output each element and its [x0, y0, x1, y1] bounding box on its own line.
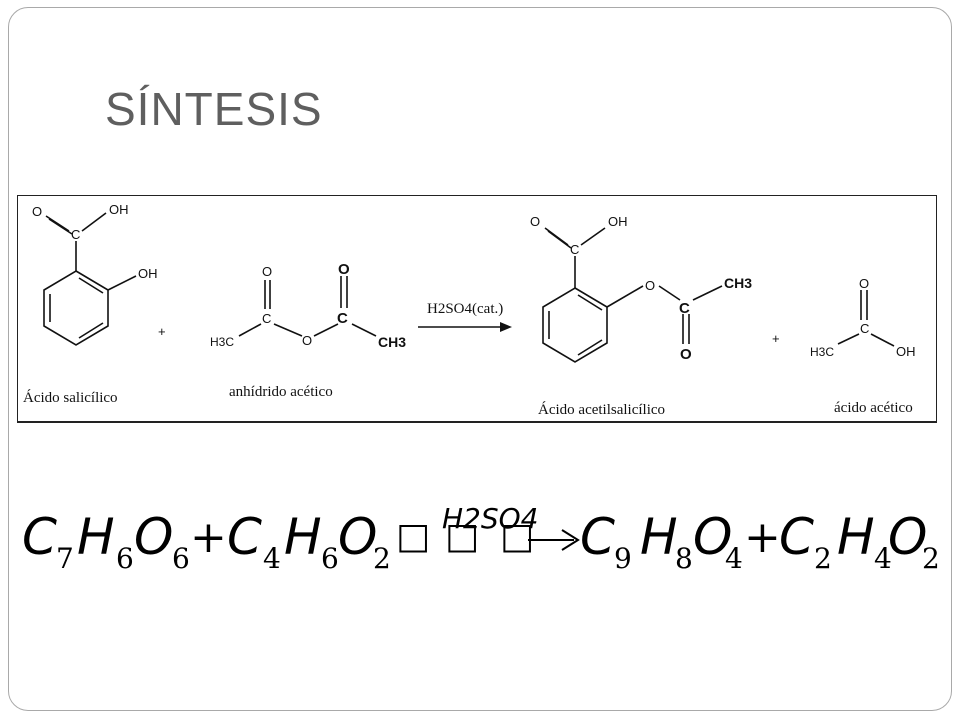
eq-element: C — [580, 508, 615, 566]
eq-element: O — [888, 508, 927, 566]
atom-label: O — [338, 261, 350, 278]
eq-subscript: 4 — [263, 542, 281, 575]
molecular-equation-drawing: C 7 H 6 O 6 + C 4 H 6 O 2 □ □ □ H2SO4 C … — [22, 502, 940, 575]
molecular-equation: C 7 H 6 O 6 + C 4 H 6 O 2 □ □ □ H2SO4 C … — [22, 490, 942, 600]
atom-label: CH3 — [378, 334, 406, 350]
eq-subscript: 7 — [56, 542, 74, 575]
eq-plus: + — [744, 512, 781, 563]
reaction-arrow — [418, 322, 512, 332]
caption-acetylsalicylic-acid: Ácido acetilsalicílico — [538, 401, 665, 418]
atom-label: OH — [896, 344, 916, 359]
atom-label: O — [302, 333, 312, 348]
atom-label: C — [860, 321, 869, 336]
atom-label: OH — [138, 266, 158, 281]
eq-subscript: 9 — [614, 542, 632, 575]
atom-label: C — [679, 300, 690, 317]
eq-element: H — [77, 508, 115, 566]
catalyst-label: H2SO4(cat.) — [427, 301, 503, 317]
atom-label: OH — [608, 214, 628, 229]
acetic-anhydride-structure — [238, 276, 377, 337]
caption-acetic-acid: ácido acético — [834, 400, 913, 416]
acetylsalicylic-acid-structure — [542, 227, 723, 363]
atom-label: O — [859, 276, 869, 291]
eq-element: O — [338, 508, 377, 566]
eq-subscript: 2 — [814, 542, 832, 575]
atom-label: C — [71, 227, 80, 242]
atom-label: O — [530, 214, 540, 229]
plus-sign: + — [772, 331, 780, 346]
atom-label: O — [680, 346, 692, 363]
missing-glyph-box: □ — [445, 516, 479, 557]
eq-element: O — [693, 508, 732, 566]
missing-glyph-box: □ — [396, 516, 430, 557]
eq-subscript: 2 — [922, 542, 940, 575]
eq-element: C — [779, 508, 814, 566]
eq-subscript: 6 — [116, 542, 134, 575]
atom-label: CH3 — [724, 275, 752, 291]
eq-element: H — [640, 508, 678, 566]
eq-subscript: 2 — [373, 542, 391, 575]
atom-label: H3C — [810, 345, 834, 359]
salicylic-acid-structure — [43, 212, 137, 346]
atom-label: OH — [109, 202, 129, 217]
eq-subscript: 4 — [725, 542, 743, 575]
acetic-acid-structure — [837, 290, 895, 347]
missing-glyph-box: □ — [500, 516, 534, 557]
eq-subscript: 4 — [874, 542, 892, 575]
slide-frame — [8, 7, 952, 711]
atom-label: O — [645, 278, 655, 293]
slide-title: SÍNTESIS — [105, 83, 323, 135]
reaction-scheme-panel: O OH C OH Ácido salicílico + O O C C O H… — [17, 195, 937, 423]
eq-element: H — [284, 508, 322, 566]
atom-label: C — [262, 311, 271, 326]
atom-label: H3C — [210, 335, 234, 349]
eq-subscript: 6 — [321, 542, 339, 575]
atom-label: O — [32, 204, 42, 219]
eq-catalyst: H2SO4 — [442, 502, 539, 535]
eq-subscript: 8 — [675, 542, 693, 575]
caption-acetic-anhydride: anhídrido acético — [229, 384, 333, 400]
eq-element: C — [22, 508, 57, 566]
eq-element: H — [837, 508, 875, 566]
eq-element: O — [134, 508, 173, 566]
eq-subscript: 6 — [172, 542, 190, 575]
atom-label: C — [337, 310, 348, 327]
eq-arrow — [528, 529, 580, 551]
caption-salicylic-acid: Ácido salicílico — [23, 389, 118, 406]
atom-label: O — [262, 264, 272, 279]
eq-element: C — [227, 508, 262, 566]
reaction-scheme-drawing: O OH C OH Ácido salicílico + O O C C O H… — [23, 202, 916, 418]
atom-label: C — [570, 242, 579, 257]
plus-sign: + — [158, 324, 166, 339]
eq-plus: + — [190, 512, 227, 563]
